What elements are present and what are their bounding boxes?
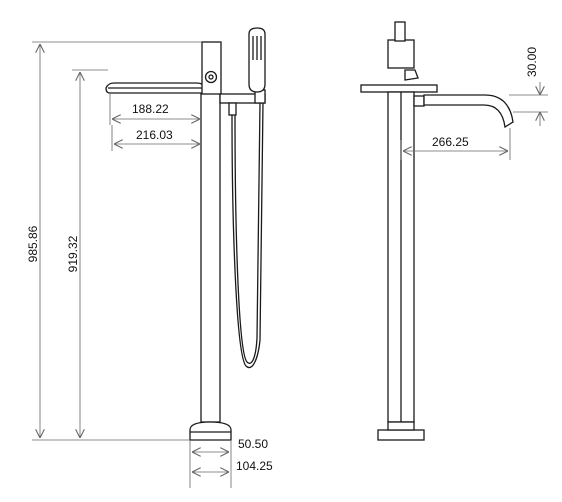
label-side-spout-reach: 266.25 [432, 135, 469, 149]
front-shower-hose-inner [234, 102, 261, 364]
side-base-collar [387, 421, 415, 431]
front-view [105, 27, 266, 441]
label-base-inner: 50.50 [238, 437, 268, 451]
front-upper-body [201, 41, 222, 96]
front-hose-connector [228, 102, 237, 116]
side-spout-joint [413, 95, 425, 107]
side-cap-knob [394, 21, 406, 42]
front-shower-hose [231, 102, 264, 369]
dimension-lines [32, 41, 548, 488]
side-lever [404, 69, 419, 81]
side-spout-tray [360, 84, 438, 93]
dimension-labels: 985.86 919.32 188.22 216.03 50.50 104.25… [26, 47, 539, 473]
front-control-knob-center [208, 74, 214, 80]
side-top-cap [387, 39, 415, 69]
label-base-outer: 104.25 [236, 459, 273, 473]
front-hand-shower-grip [252, 36, 262, 60]
front-main-column [200, 93, 221, 423]
label-side-offset: 30.00 [525, 47, 539, 77]
side-curved-spout [423, 94, 514, 129]
side-base-plate [377, 429, 425, 441]
label-spout-reach-outer: 216.03 [136, 128, 173, 142]
label-overall-height: 985.86 [26, 225, 40, 262]
front-base-plate [189, 421, 232, 441]
side-view [360, 21, 514, 441]
label-spout-reach-inner: 188.22 [132, 102, 169, 116]
label-spout-height: 919.32 [66, 235, 80, 272]
